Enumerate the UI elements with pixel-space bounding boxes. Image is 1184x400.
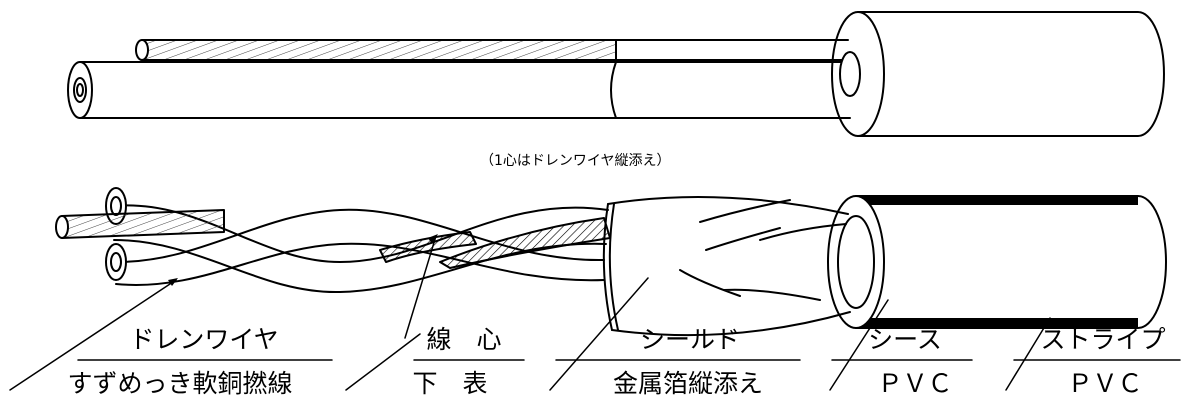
drain-wire-note: （1心はドレンワイヤ縦添え） — [480, 153, 671, 169]
label-stripe-desc: ＰＶＣ — [1067, 369, 1143, 398]
label-sheath: シース — [868, 325, 942, 354]
label-sheath-desc: ＰＶＣ — [877, 369, 953, 398]
bottom-sheath — [855, 195, 1167, 329]
top-sheath — [857, 11, 1165, 137]
stripe — [856, 196, 1138, 328]
shield-foil — [607, 195, 851, 337]
label-drain-wire: ドレンワイヤ — [129, 325, 279, 354]
label-stripe: ストライプ — [1040, 325, 1166, 354]
bottom-cable-illustration — [55, 187, 1167, 337]
label-core: 線 心 — [426, 325, 502, 354]
label-core-desc: 下 表 — [412, 369, 488, 398]
top-drain-wire — [141, 39, 617, 61]
bottom-drain-wire — [61, 209, 225, 239]
leader-lines — [9, 234, 1181, 391]
label-drain-wire-desc: すずめっき軟銅撚線 — [67, 369, 293, 398]
label-shield-desc: 金属箔縦添え — [612, 369, 763, 398]
bottom-sheath-end — [827, 195, 885, 329]
label-shield: シールド — [639, 325, 740, 354]
top-cable-illustration — [67, 11, 1165, 137]
top-core — [79, 61, 851, 119]
hatched-drain-segment — [439, 217, 611, 269]
